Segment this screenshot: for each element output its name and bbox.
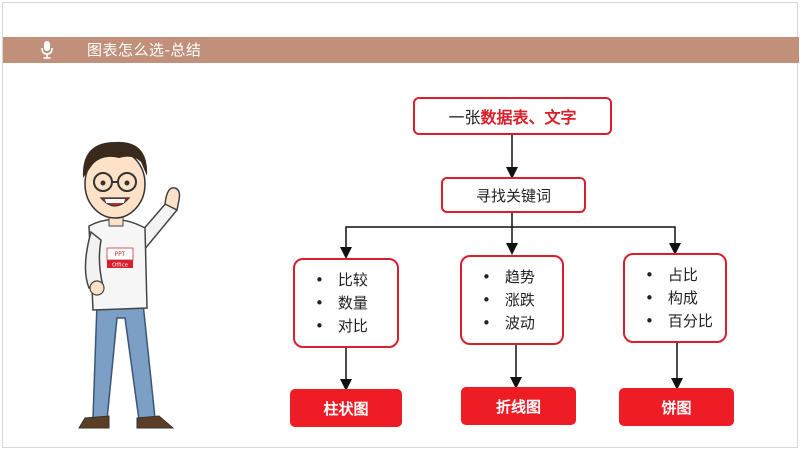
list-item: 百分比 <box>645 310 713 333</box>
branch-card-trend: 趋势 涨跌 波动 <box>460 255 564 345</box>
keyword-node: 寻找关键词 <box>441 177 586 213</box>
branch-card-share: 占比 构成 百分比 <box>623 253 727 343</box>
list-item: 对比 <box>315 315 368 338</box>
list-item: 比较 <box>315 269 368 292</box>
cartoon-presenter: PPT Office <box>78 141 181 429</box>
result-pie-chart: 饼图 <box>619 388 734 426</box>
page-title: 图表怎么选-总结 <box>87 41 202 59</box>
list-item: 波动 <box>482 312 535 335</box>
list-item: 占比 <box>645 264 698 287</box>
shirt-text-office: Office <box>112 263 129 269</box>
result-line-chart: 折线图 <box>461 387 576 425</box>
source-node: 一张数据表、文字 <box>413 97 612 135</box>
source-prefix: 一张 <box>448 108 481 127</box>
list-item: 数量 <box>315 292 368 315</box>
source-highlight: 数据表、文字 <box>480 108 577 127</box>
list-item: 趋势 <box>482 266 535 289</box>
list-item: 涨跌 <box>482 289 535 312</box>
branch-card-compare: 比较 数量 对比 <box>293 258 399 348</box>
connector-lines <box>340 135 683 391</box>
list-item: 构成 <box>645 287 698 310</box>
shirt-text-ppt: PPT <box>115 251 126 258</box>
header-bar: 图表怎么选-总结 <box>3 37 799 63</box>
microphone-icon <box>41 41 53 59</box>
result-bar-chart: 柱状图 <box>290 389 402 427</box>
